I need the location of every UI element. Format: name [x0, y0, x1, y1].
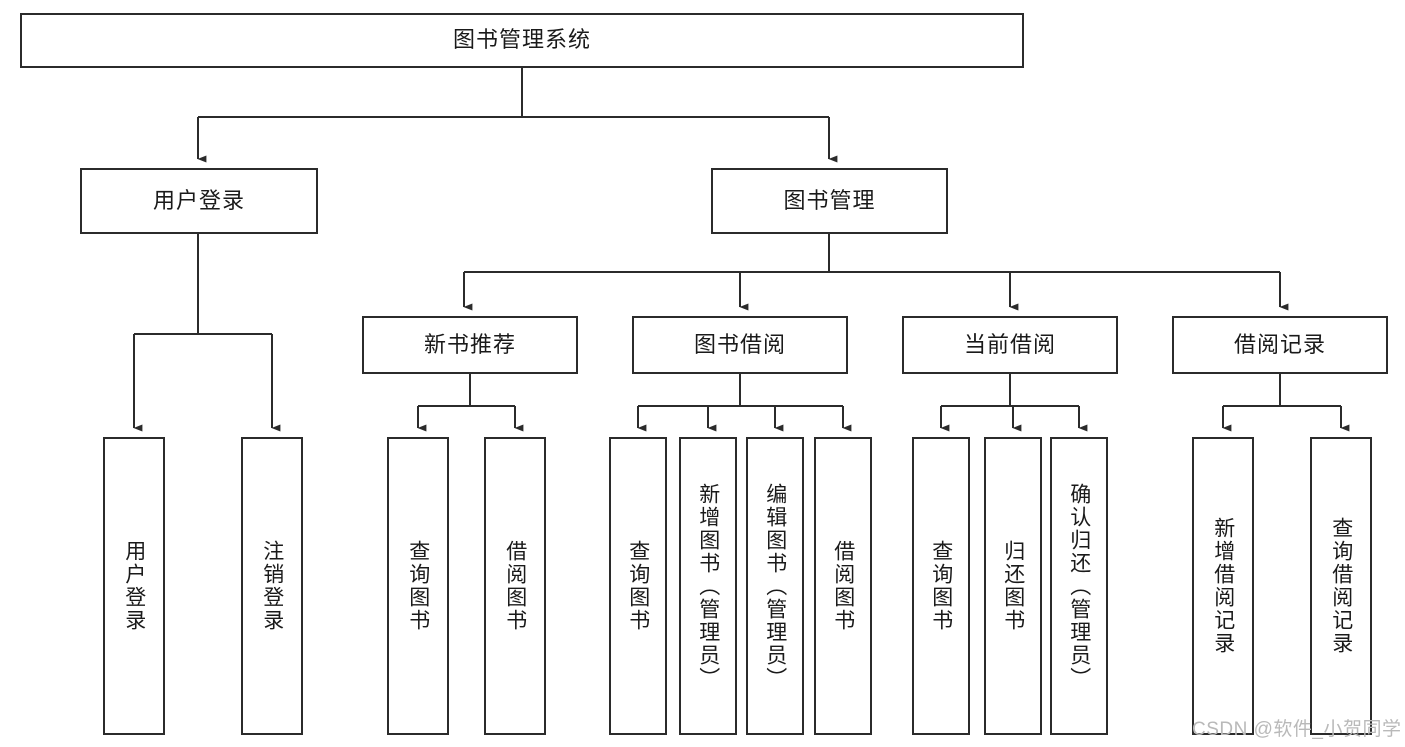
node-label: 图书管理系统	[452, 27, 591, 53]
node-leaf-confirm-return[interactable]: 确认归还（管理员）	[1050, 437, 1108, 735]
node-label: 图书借阅	[693, 331, 786, 357]
node-label: 查询图书	[626, 540, 650, 632]
node-label: 确认归还（管理员）	[1067, 482, 1091, 690]
node-label: 当前借阅	[963, 331, 1056, 357]
node-leaf-add-record[interactable]: 新增借阅记录	[1192, 437, 1254, 735]
node-label: 用户登录	[122, 540, 146, 632]
node-label: 用户登录	[152, 187, 245, 213]
node-leaf-query-book-cur[interactable]: 查询图书	[912, 437, 970, 735]
node-current-borrow[interactable]: 当前借阅	[902, 316, 1118, 374]
node-label: 编辑图书（管理员）	[763, 482, 787, 690]
node-leaf-borrow-book-rec[interactable]: 借阅图书	[484, 437, 546, 735]
node-book-manage[interactable]: 图书管理	[711, 168, 948, 234]
node-leaf-edit-book[interactable]: 编辑图书（管理员）	[746, 437, 804, 735]
node-label: 新书推荐	[423, 331, 516, 357]
node-label: 注销登录	[260, 540, 284, 632]
node-label: 借阅图书	[503, 540, 527, 632]
watermark: CSDN @软件_小贺同学	[1192, 719, 1402, 740]
node-label: 借阅图书	[831, 540, 855, 632]
edge-group	[133, 68, 1350, 432]
node-leaf-add-book[interactable]: 新增图书（管理员）	[679, 437, 737, 735]
node-borrow-record[interactable]: 借阅记录	[1172, 316, 1388, 374]
node-label: 归还图书	[1001, 540, 1025, 632]
node-leaf-user-login[interactable]: 用户登录	[103, 437, 165, 735]
node-user-login[interactable]: 用户登录	[80, 168, 318, 234]
node-leaf-query-book-rec[interactable]: 查询图书	[387, 437, 449, 735]
node-label: 借阅记录	[1233, 331, 1326, 357]
node-leaf-query-record[interactable]: 查询借阅记录	[1310, 437, 1372, 735]
node-leaf-borrow-book[interactable]: 借阅图书	[814, 437, 872, 735]
node-label: 查询图书	[406, 540, 430, 632]
node-label: 新增图书（管理员）	[696, 482, 720, 690]
node-leaf-return-book[interactable]: 归还图书	[984, 437, 1042, 735]
node-label: 查询图书	[929, 540, 953, 632]
node-root[interactable]: 图书管理系统	[20, 13, 1024, 68]
node-leaf-query-book-borrow[interactable]: 查询图书	[609, 437, 667, 735]
node-label: 查询借阅记录	[1329, 517, 1353, 655]
node-label: 图书管理	[783, 187, 876, 213]
node-leaf-logout[interactable]: 注销登录	[241, 437, 303, 735]
node-book-borrow[interactable]: 图书借阅	[632, 316, 848, 374]
node-new-book-rec[interactable]: 新书推荐	[362, 316, 578, 374]
node-label: 新增借阅记录	[1211, 517, 1235, 655]
